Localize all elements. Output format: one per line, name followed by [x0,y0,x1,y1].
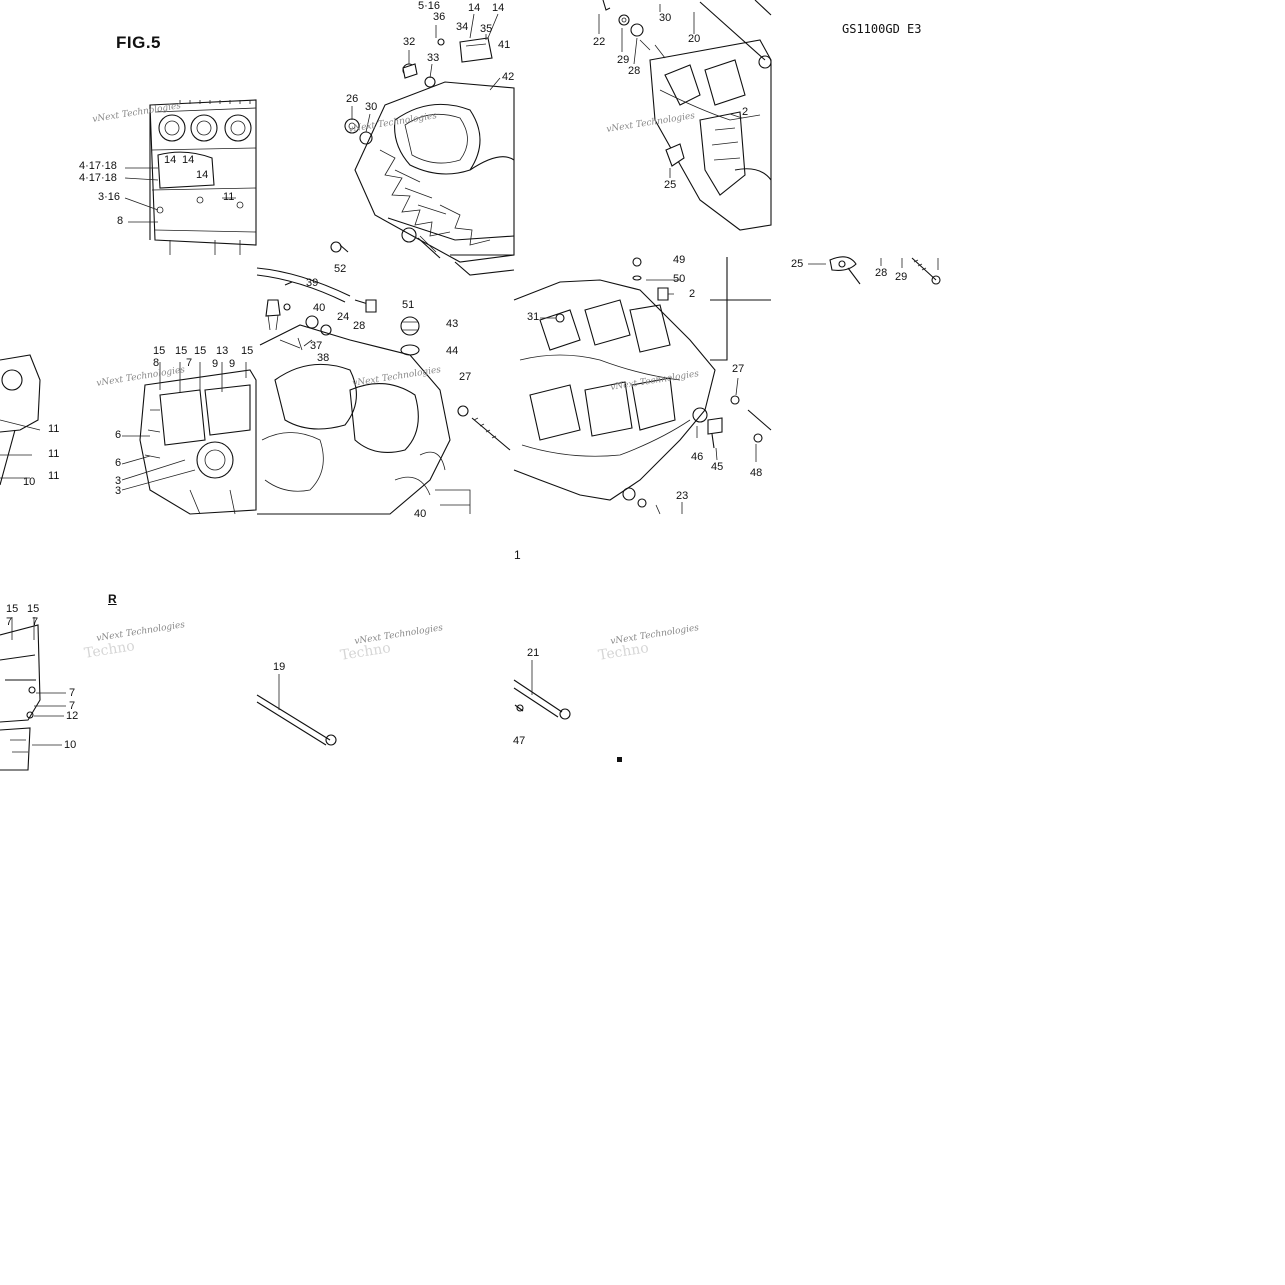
part-callout: 9 [212,358,219,370]
part-callout: 2 [742,106,749,118]
part-callout: 15 [6,603,19,615]
model-code: GS1100GD E3 [842,22,922,36]
part-callout: 6 [115,429,122,441]
crankcase-end-view [0,617,66,771]
crankcase-top-view [124,99,257,255]
part-callout: 29 [617,54,630,66]
part-callout: 37 [310,340,323,352]
part-callout: 28 [628,65,641,77]
part-callout: 47 [513,735,526,747]
part-callout: 26 [346,93,359,105]
part-callout: 25 [791,258,804,270]
part-callout: 14 [468,2,481,14]
part-callout: 14 [164,154,177,166]
part-callout: 4·17·18 [79,160,117,172]
part-callout: 6 [115,457,122,469]
part-callout: 20 [688,33,701,45]
part-callout: 3 [115,475,122,487]
part-callout: 31 [527,311,540,323]
part-callout: 27 [459,371,472,383]
part-callout: 2 [689,288,696,300]
part-callout: 36 [433,11,446,23]
part-callout: 38 [317,352,330,364]
section-letter: R [108,592,117,606]
part-callout: 22 [593,36,606,48]
part-callout: 8 [153,357,160,369]
part-callout: 15 [27,603,40,615]
stud-bolt-short [513,660,622,762]
part-callout: 30 [659,12,672,24]
part-callout: 39 [306,277,319,289]
stud-bolt-long [256,674,337,746]
part-callout: 15 [175,345,188,357]
part-callout: 7 [69,700,76,712]
part-callout: 15 [241,345,254,357]
part-callout: 7 [69,687,76,699]
part-callout: 40 [414,508,427,520]
figure-title: FIG.5 [116,33,162,52]
part-callout: 45 [711,461,724,473]
part-callout: 11 [48,423,60,435]
part-callout: 43 [446,318,459,330]
part-callout: 7 [32,616,39,628]
part-callout: 48 [750,467,763,479]
part-callout: 42 [502,71,515,83]
part-callout: 28 [353,320,366,332]
part-callout: 30 [365,101,378,113]
oil-jet-parts [808,256,941,285]
part-callout: 7 [186,357,193,369]
part-callout: 7 [6,616,13,628]
part-callout: 52 [334,263,347,275]
part-callout: 3·16 [98,191,121,203]
part-callout: 24 [337,311,350,323]
part-callout: 10 [23,476,36,488]
part-callout: 11 [223,191,235,203]
part-callout: 23 [676,490,689,502]
part-callout: 9 [229,358,236,370]
part-callout: 8 [117,215,124,227]
part-callout: 14 [492,2,505,14]
part-callout: 51 [402,299,415,311]
part-callout: 25 [664,179,677,191]
crankcase-side-view [0,354,257,515]
part-callout: 33 [427,52,440,64]
part-callout: 27 [732,363,745,375]
part-callout: 41 [498,39,511,51]
part-callout: 50 [673,273,686,285]
stray-label: 1 [514,548,521,562]
part-callout: 14 [196,169,209,181]
part-callout: 3 [115,485,122,497]
part-callout: 32 [403,36,416,48]
part-callout: 29 [895,271,908,283]
crankcase-center-view [256,267,511,515]
part-callout: 40 [313,302,326,314]
part-callout: 28 [875,267,888,279]
lower-crankcase-perspective [598,0,772,231]
part-callout: 35 [480,23,493,35]
part-callout: 12 [66,710,79,722]
part-callout: 34 [456,21,469,33]
part-callout: 44 [446,345,459,357]
part-callout: 13 [216,345,229,357]
part-callout: 14 [182,154,195,166]
part-callout: 15 [153,345,166,357]
part-callout: 49 [673,254,686,266]
part-callout: 4·17·18 [79,172,117,184]
part-callout: 21 [527,647,540,659]
part-callout: 46 [691,451,704,463]
upper-crankcase-perspective [330,13,515,276]
part-callout: 11 [48,448,60,460]
crankcase-lower-half [513,257,772,515]
part-callout: 5·16 [418,0,441,12]
part-callout: 10 [64,739,77,751]
part-callout: 19 [273,661,286,673]
part-callout: 11 [48,470,60,482]
part-callout: 15 [194,345,207,357]
